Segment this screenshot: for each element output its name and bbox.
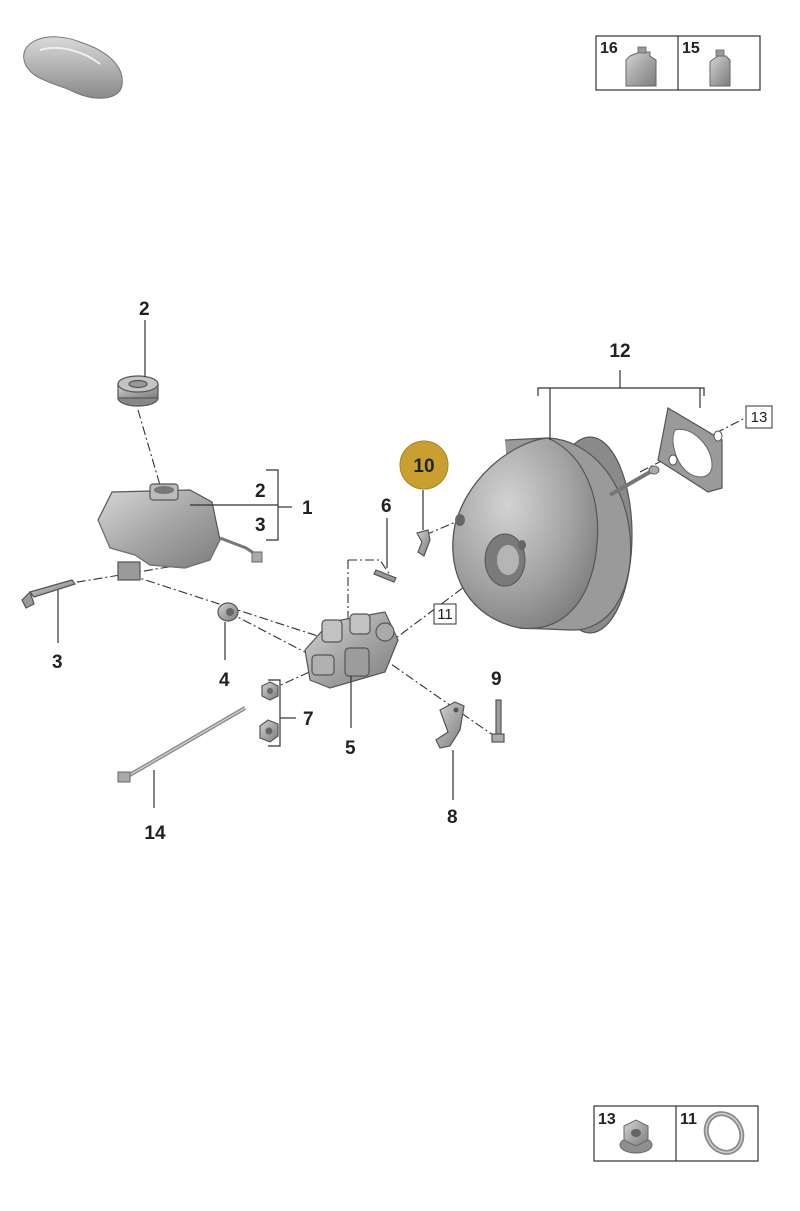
ref-11-label: 11: [437, 606, 453, 623]
callout-6-stud: 6: [381, 496, 392, 517]
fluid-bottle-small-icon: [709, 49, 731, 87]
flange-nut-icon: [619, 1119, 653, 1154]
callout-2-cap: 2: [139, 299, 150, 320]
mounting-bracket: [435, 701, 465, 749]
car-thumbnail-icon: [23, 36, 123, 99]
callout-10-label: 10: [413, 456, 434, 477]
callout-12-booster: 12: [609, 341, 630, 362]
reference-box-11: 11: [433, 603, 457, 625]
callout-14-pushrod: 14: [144, 823, 166, 844]
fluid-bottle-large-icon: [625, 46, 657, 87]
highlighted-clip: [416, 529, 431, 557]
highlight-callout-10[interactable]: 10: [399, 440, 449, 490]
seal-ring-icon: [703, 1111, 745, 1155]
reservoir-cap: [117, 375, 159, 407]
grommet: [217, 602, 239, 622]
legend-label-11: 11: [680, 1111, 697, 1128]
bottom-legend-table: 13 11: [593, 1105, 759, 1162]
stud: [373, 569, 397, 583]
legend-label-15: 15: [682, 40, 700, 57]
brake-booster: [452, 436, 660, 634]
pushrod: [117, 706, 247, 783]
top-legend-table: 16 15: [595, 35, 761, 91]
nut-set: [259, 681, 279, 743]
brake-fluid-reservoir: [97, 483, 263, 581]
master-cylinder: [304, 611, 399, 689]
reference-box-13: 13: [745, 405, 773, 429]
legend-label-16: 16: [600, 40, 618, 57]
callout-3-pin: 3: [52, 652, 63, 673]
callout-9-bolt: 9: [491, 669, 502, 690]
callout-5-master-cylinder: 5: [345, 738, 356, 759]
callout-1-reservoir: 1: [302, 498, 313, 519]
callout-8-bracket: 8: [447, 807, 458, 828]
retaining-pin: [21, 579, 76, 609]
ref-13-label: 13: [751, 409, 768, 426]
callout-7-nut-set: 7: [303, 709, 314, 730]
callout-4-grommet: 4: [219, 670, 230, 691]
callout-1-sub-3: 3: [255, 515, 266, 536]
bolt: [491, 699, 505, 743]
booster-gasket: [657, 407, 723, 493]
legend-label-13: 13: [598, 1111, 616, 1128]
callout-1-sub-2: 2: [255, 481, 266, 502]
